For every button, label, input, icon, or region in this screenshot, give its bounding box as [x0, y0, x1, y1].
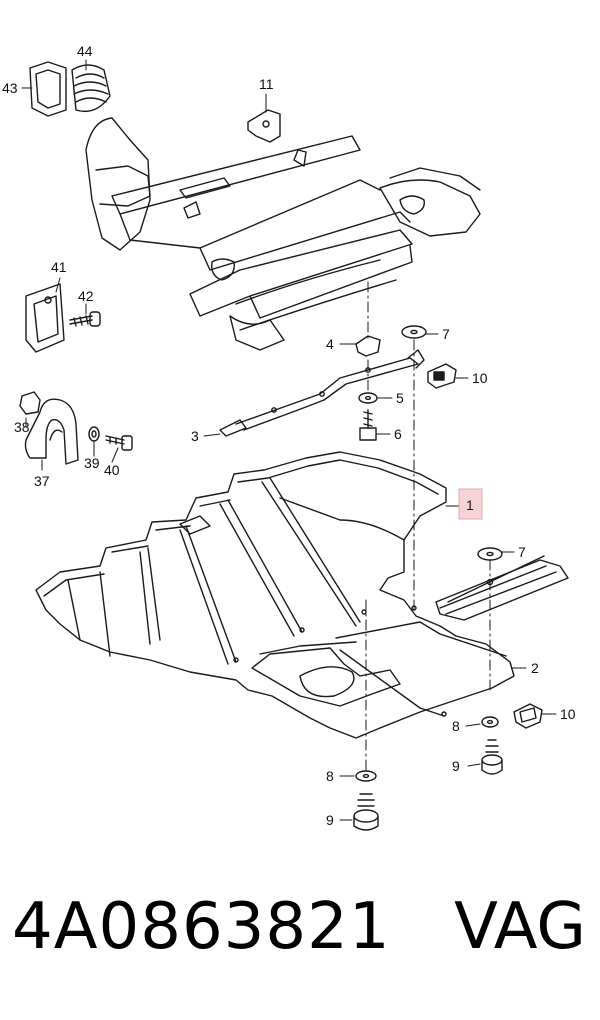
callout-label-6: 6: [394, 426, 402, 442]
fastener-part-9-lower: [353, 793, 379, 831]
part-number: 4A0863821: [12, 890, 391, 964]
callout-highlight-part-1: [458, 488, 483, 520]
clip-nut-part-10-right: [513, 703, 543, 729]
callout-label-7-upper: 7: [442, 326, 450, 342]
callout-label-7-lower: 7: [518, 544, 526, 560]
brand-label: VAG: [454, 890, 586, 964]
callout-label-11: 11: [259, 76, 274, 92]
callout-label-40: 40: [104, 462, 120, 478]
strip-part-2: [435, 555, 569, 621]
screw-part-42: [69, 311, 101, 327]
leader-lines: [21, 59, 557, 821]
callout-label-38: 38: [14, 419, 30, 435]
callout-label-43: 43: [2, 80, 18, 96]
callout-label-1: 1: [466, 497, 474, 513]
callout-label-9-right: 9: [452, 758, 460, 774]
washer-part-8-right: [481, 716, 499, 728]
washer-part-7-lower: [477, 547, 503, 561]
mounting-strip-part-3: [219, 349, 425, 437]
callout-label-10-upper: 10: [472, 370, 488, 386]
bushing-part-37: [24, 398, 79, 465]
washer-part-5: [358, 392, 378, 404]
callout-label-10-right: 10: [560, 706, 576, 722]
washer-part-8-lower: [355, 770, 377, 782]
fastener-part-9-right: [481, 739, 503, 775]
callout-label-42: 42: [78, 288, 94, 304]
washer-part-7-upper: [401, 325, 427, 339]
grommet-part-43: [29, 61, 67, 117]
assembly-lines: [365, 281, 491, 773]
callout-label-3: 3: [191, 428, 199, 444]
callout-label-8-lower: 8: [326, 768, 334, 784]
callout-label-44: 44: [77, 43, 93, 59]
bracket-part-4: [355, 335, 381, 357]
bolt-part-6: [359, 409, 377, 441]
callout-label-9-lower: 9: [326, 812, 334, 828]
bracket-part-41: [25, 283, 65, 353]
callout-label-2: 2: [531, 660, 539, 676]
bolt-part-40: [105, 435, 133, 451]
parts-diagram: 1 2 3 4 5 6 7 7 8 8 9 9 10 10 11 37 38 3…: [2, 43, 576, 831]
callout-label-41: 41: [51, 259, 67, 275]
washer-part-39: [88, 426, 100, 442]
boot-part-44: [71, 64, 111, 113]
callout-label-8-right: 8: [452, 718, 460, 734]
bracket-part-11: [247, 109, 281, 143]
callout-label-39: 39: [84, 455, 100, 471]
callout-label-4: 4: [326, 336, 334, 352]
subframe: [85, 117, 481, 351]
underbody-panel-part-1: [35, 451, 515, 739]
callout-label-5: 5: [396, 390, 404, 406]
clip-nut-part-10: [427, 363, 457, 389]
callout-label-37: 37: [34, 473, 50, 489]
clamp-part-38: [19, 391, 41, 415]
